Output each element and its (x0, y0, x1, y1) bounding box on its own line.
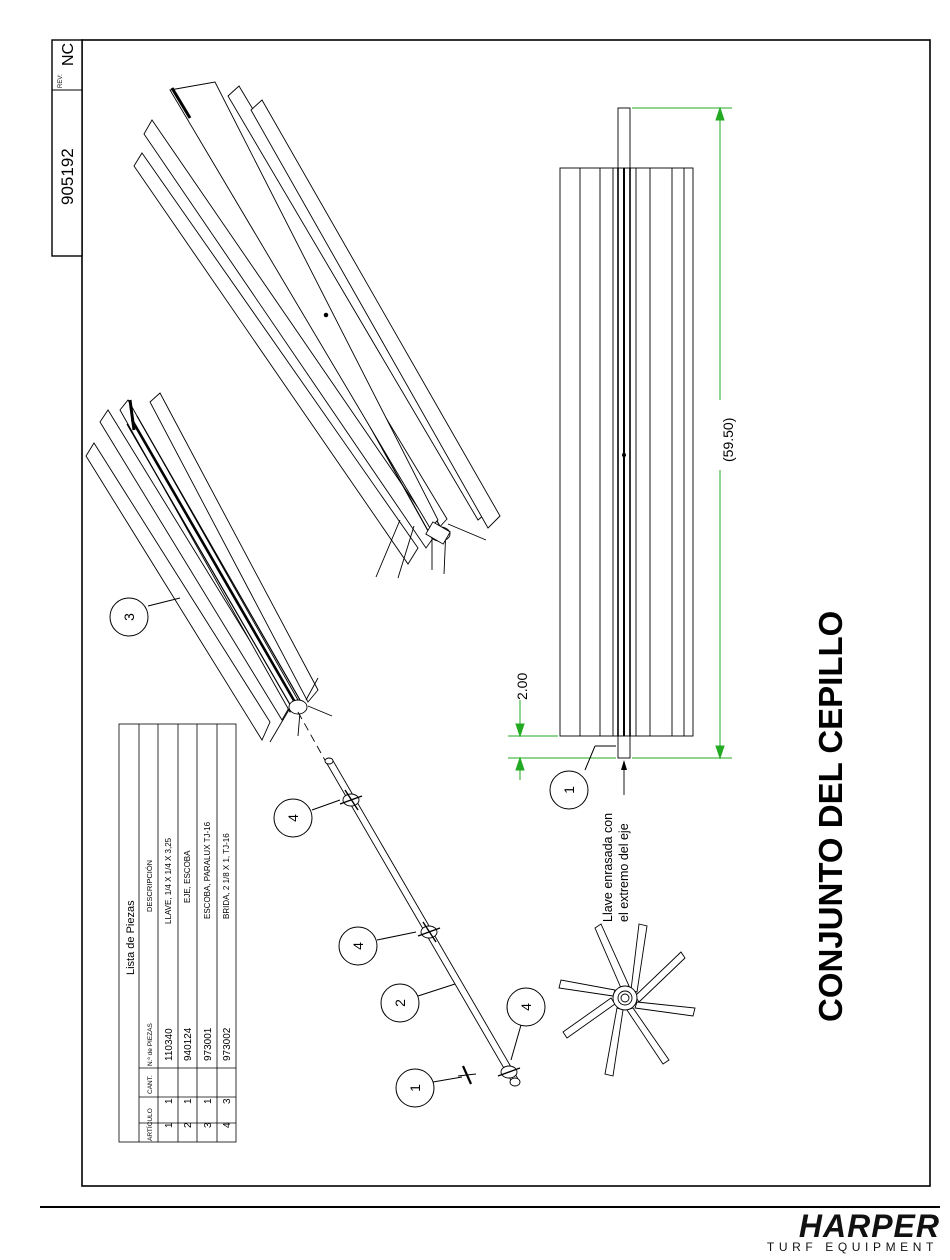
callout-4-middle (338, 926, 378, 966)
logo-brand: HARPER (798, 1208, 940, 1244)
note-line-2: el extremo del eje (617, 823, 631, 922)
callout-3 (109, 597, 149, 637)
row-3-qty: 1 (203, 1098, 214, 1104)
callouts (109, 597, 616, 1108)
callout-4-bottom (506, 987, 546, 1027)
svg-text:4: 4 (285, 814, 301, 822)
row-4-item: 4 (222, 1122, 233, 1128)
callout-2 (380, 983, 420, 1023)
header-qty: CANT. (147, 1075, 154, 1094)
header-description: DESCRIPCIÓN (145, 860, 154, 912)
callout-4-top (273, 798, 313, 838)
rev-label: REV: (58, 74, 64, 88)
row-2-desc: EJE, ESCOBA (183, 850, 192, 903)
row-3-part: 973001 (203, 1027, 214, 1061)
row-4-qty: 3 (222, 1098, 233, 1104)
row-2-qty: 1 (183, 1098, 194, 1104)
key-note: Llave enrasada con el extremo del eje (601, 760, 631, 922)
row-2-part: 940124 (183, 1027, 194, 1061)
brush-front-view (559, 107, 694, 759)
parts-list-text: Lista de Piezas ARTÍCULO CANT. N.º de PI… (125, 821, 233, 1141)
dimension-overall: (59.50) (720, 418, 736, 462)
header-part-no: N.º de PIEZAS (147, 1023, 154, 1066)
logo-tagline: TURF EQUIPMENT (766, 1240, 938, 1254)
row-1-desc: LLAVE, 1/4 X 1/4 X 3,25 (164, 837, 173, 924)
note-line-1: Llave enrasada con (601, 813, 615, 922)
rev-value: NC (60, 43, 77, 66)
title-block-tab: 905192 REV: NC (51, 39, 83, 257)
row-3-desc: ESCOBA, PARALUX TJ-16 (203, 821, 212, 919)
svg-text:1: 1 (561, 786, 577, 794)
dimension-shaft-extension: 2.00 (514, 673, 530, 700)
row-2-item: 2 (183, 1122, 194, 1128)
callout-1-front (549, 770, 589, 810)
brush-lower-exploded (85, 392, 333, 763)
row-3-item: 3 (203, 1122, 214, 1128)
row-1-item: 1 (164, 1122, 175, 1128)
dimension-lines (508, 106, 732, 780)
row-4-desc: BRIDA, 2 1/8 X 1, TJ-16 (222, 833, 231, 919)
shaft-exploded (324, 757, 521, 1087)
svg-text:2: 2 (392, 999, 408, 1007)
svg-text:4: 4 (350, 942, 366, 950)
brush-upper-exploded (133, 81, 501, 579)
part-number: 905192 (58, 148, 77, 205)
svg-text:4: 4 (518, 1003, 534, 1011)
svg-text:3: 3 (121, 613, 137, 621)
svg-text:1: 1 (407, 1084, 423, 1092)
row-4-part: 973002 (222, 1027, 233, 1061)
harper-logo: HARPER TURF EQUIPMENT (760, 1208, 946, 1258)
footer-rule (40, 1206, 940, 1208)
header-item: ARTÍCULO (145, 1108, 154, 1141)
row-1-part: 110340 (164, 1028, 175, 1061)
parts-list-table (118, 723, 237, 1143)
drawing-title: CONJUNTO DEL CEPILLO (812, 611, 849, 1022)
drawing-border (81, 39, 931, 1187)
callout-labels: 3 4 4 2 4 1 1 (121, 613, 577, 1092)
parts-list-title: Lista de Piezas (125, 900, 137, 975)
callout-1-lower (395, 1068, 435, 1108)
row-1-qty: 1 (164, 1098, 175, 1104)
brush-end-view (558, 923, 696, 1077)
